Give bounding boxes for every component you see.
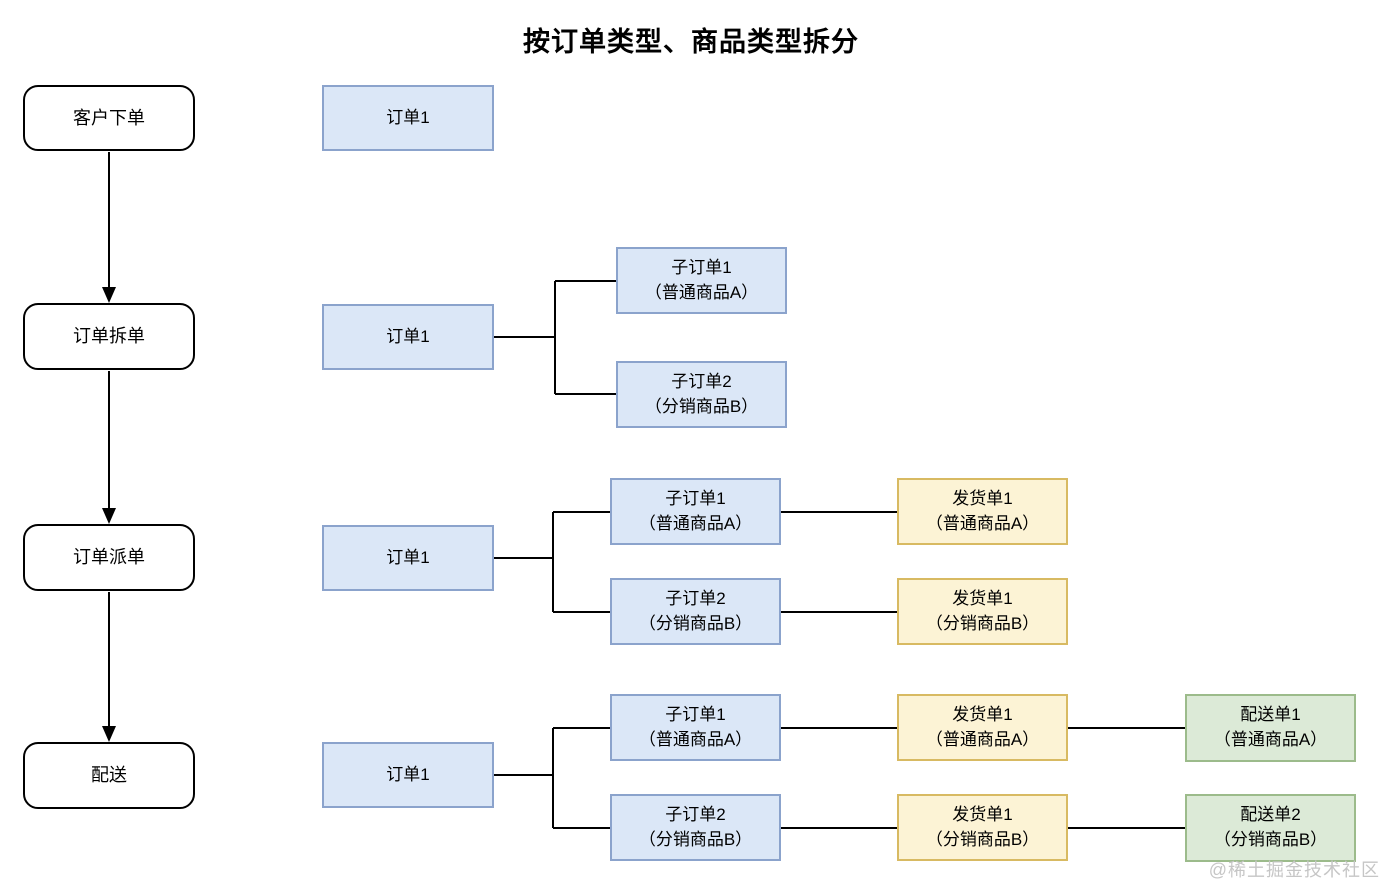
order-node-row2: 订单1 (322, 304, 494, 370)
shipment-subtitle: （普通商品A） (925, 729, 1040, 749)
stage-order-dispatch: 订单派单 (23, 524, 195, 591)
suborder-subtitle: （普通商品A） (638, 729, 753, 749)
order-node-row3: 订单1 (322, 525, 494, 591)
suborder-node: 子订单2 （分销商品B） (610, 794, 781, 861)
delivery-subtitle: （普通商品A） (1213, 730, 1328, 749)
suborder-subtitle: （分销商品B） (638, 613, 753, 633)
delivery-title: 配送单1 (1240, 705, 1301, 725)
row4-shipment-links (781, 727, 897, 829)
suborder-title: 子订单2 (665, 588, 726, 608)
suborder-node: 子订单1 （普通商品A） (610, 478, 781, 545)
row3-branch (494, 511, 610, 613)
suborder-node: 子订单1 （普通商品A） (610, 694, 781, 761)
suborder-node: 子订单1 （普通商品A） (616, 247, 787, 314)
shipment-node: 发货单1 （普通商品A） (897, 694, 1068, 761)
community-watermark: @稀土掘金技术社区 (1208, 860, 1380, 880)
shipment-subtitle: （普通商品A） (925, 513, 1040, 533)
shipment-title: 发货单1 (952, 488, 1013, 508)
suborder-title: 子订单2 (665, 804, 726, 824)
delivery-node: 配送单2 （分销商品B） (1185, 794, 1356, 862)
suborder-title: 子订单1 (671, 257, 732, 277)
row4-branch (494, 727, 610, 829)
suborder-node: 子订单2 （分销商品B） (616, 361, 787, 428)
row2-branch (494, 280, 616, 395)
shipment-node: 发货单1 （普通商品A） (897, 478, 1068, 545)
stage-delivery: 配送 (23, 742, 195, 809)
arrowhead-icon (102, 287, 116, 303)
shipment-subtitle: （分销商品B） (925, 829, 1040, 849)
stage-customer-order: 客户下单 (23, 85, 195, 151)
row4-delivery-links (1068, 727, 1185, 829)
diagram-title: 按订单类型、商品类型拆分 (523, 27, 859, 57)
shipment-title: 发货单1 (952, 588, 1013, 608)
order-node-row4: 订单1 (322, 742, 494, 808)
suborder-node: 子订单2 （分销商品B） (610, 578, 781, 645)
shipment-node: 发货单1 （分销商品B） (897, 794, 1068, 861)
shipment-node: 发货单1 （分销商品B） (897, 578, 1068, 645)
suborder-subtitle: （普通商品A） (644, 282, 759, 302)
suborder-subtitle: （分销商品B） (638, 829, 753, 849)
shipment-title: 发货单1 (952, 704, 1013, 724)
arrowhead-icon (102, 726, 116, 742)
suborder-title: 子订单2 (671, 371, 732, 391)
shipment-title: 发货单1 (952, 804, 1013, 824)
arrowhead-icon (102, 508, 116, 524)
order-node-row1: 订单1 (322, 85, 494, 151)
suborder-title: 子订单1 (665, 704, 726, 724)
delivery-subtitle: （分销商品B） (1213, 830, 1328, 849)
stage-order-split: 订单拆单 (23, 303, 195, 370)
shipment-subtitle: （分销商品B） (925, 613, 1040, 633)
row3-shipment-links (781, 511, 897, 613)
delivery-title: 配送单2 (1240, 805, 1301, 825)
suborder-subtitle: （分销商品B） (644, 396, 759, 416)
suborder-subtitle: （普通商品A） (638, 513, 753, 533)
delivery-node: 配送单1 （普通商品A） (1185, 694, 1356, 762)
suborder-title: 子订单1 (665, 488, 726, 508)
